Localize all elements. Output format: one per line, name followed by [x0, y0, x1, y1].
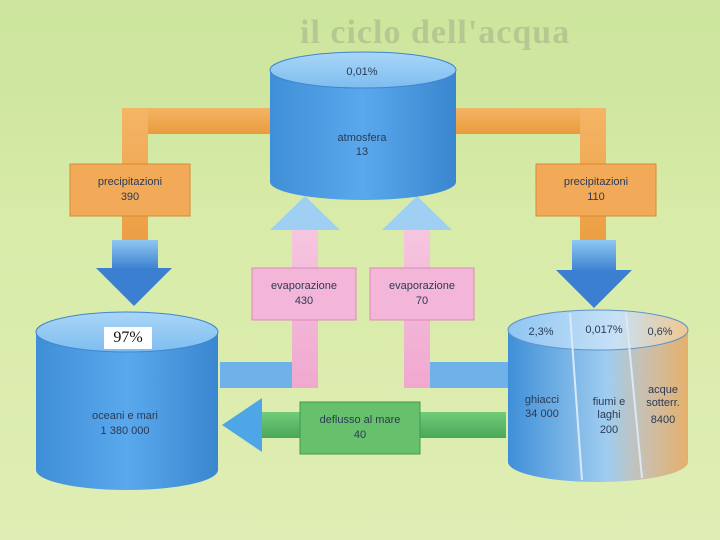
- oceans-percent: 97%: [104, 327, 152, 349]
- atmosphere-value: 13: [355, 146, 369, 158]
- groundwater-value: 8400: [650, 414, 676, 426]
- evaporation-right-arrow: [369, 196, 514, 388]
- oceans-name: oceani e mari: [91, 410, 159, 422]
- evap-right-value: 70: [415, 295, 429, 307]
- ice-name: ghiacci: [524, 394, 560, 406]
- rivers-name: fiumi e laghi: [592, 396, 626, 421]
- groundwater-percent: 0,6%: [647, 326, 673, 338]
- evaporation-left-arrow: [220, 196, 357, 388]
- page-title: il ciclo dell'acqua: [300, 14, 571, 51]
- atmosphere-reservoir: [269, 51, 457, 200]
- atmosphere-name: atmosfera: [337, 132, 387, 144]
- atmosphere-percent: 0,01%: [346, 66, 378, 78]
- runoff-arrow: [222, 398, 506, 455]
- rivers-percent: 0,017%: [585, 324, 623, 336]
- precip-right-value: 110: [587, 191, 605, 203]
- precipitation-left-arrow: [69, 108, 280, 306]
- precip-left-name: precipitazioni: [97, 176, 163, 188]
- ice-percent: 2,3%: [528, 326, 554, 338]
- evap-right-name: evaporazione: [388, 280, 456, 292]
- runoff-name: deflusso al mare: [319, 414, 401, 426]
- rivers-value: 200: [599, 424, 619, 436]
- oceans-value: 1 380 000: [100, 425, 150, 437]
- evap-left-name: evaporazione: [270, 280, 338, 292]
- precip-left-value: 390: [120, 191, 140, 203]
- runoff-value: 40: [353, 429, 367, 441]
- evap-left-value: 430: [294, 295, 314, 307]
- background-header-band: [0, 0, 720, 60]
- groundwater-name: acque sotterr.: [646, 384, 680, 409]
- precip-right-name: precipitazioni: [563, 176, 629, 188]
- ice-value: 34 000: [525, 408, 559, 420]
- precipitation-right-arrow: [454, 108, 657, 308]
- land-reservoir: [507, 309, 689, 482]
